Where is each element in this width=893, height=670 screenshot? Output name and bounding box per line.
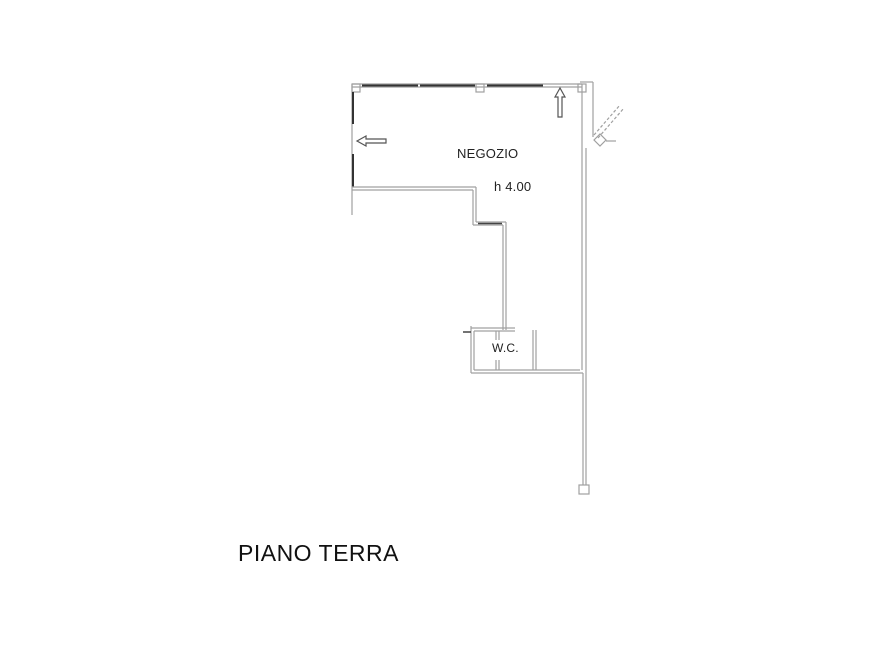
floor-title: PIANO TERRA (238, 540, 399, 566)
terminal-pillar (578, 484, 590, 495)
wc-walls (470, 326, 583, 374)
entrance-arrow-left-icon (355, 134, 387, 148)
room-height-label: h 4.00 (494, 179, 532, 194)
pillar (475, 83, 485, 93)
right-wall (580, 81, 594, 485)
entrance-arrow-up-icon (553, 86, 567, 118)
top-wall (352, 83, 582, 88)
room-label-negozio: NEGOZIO (457, 146, 519, 161)
side-door (593, 104, 625, 139)
inner-wall (352, 186, 507, 330)
pillar (351, 83, 361, 93)
room-label-wc: W.C. (492, 341, 519, 355)
door-hinge (593, 133, 607, 147)
